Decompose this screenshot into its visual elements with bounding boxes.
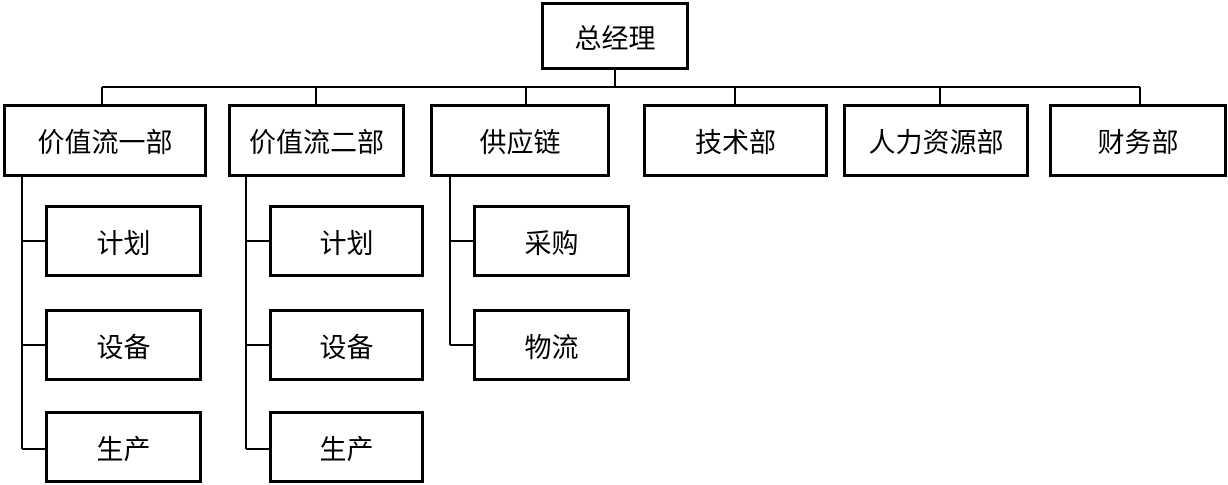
sub-unit-box: 设备: [269, 309, 424, 381]
department-box-technology: 技术部: [643, 104, 828, 177]
sub-unit-box: 设备: [45, 309, 202, 381]
sub-unit-label: 采购: [524, 228, 579, 260]
department-label: 供应链: [479, 128, 561, 159]
sub-unit-box: 生产: [45, 411, 202, 483]
sub-unit-box: 计划: [269, 205, 424, 277]
department-box-finance: 财务部: [1049, 104, 1227, 177]
sub-unit-label: 设备: [319, 332, 374, 364]
department-box-value-stream-1: 价值流一部: [3, 104, 207, 177]
department-label: 人力资源部: [868, 128, 1004, 159]
sub-unit-label: 设备: [96, 332, 151, 364]
sub-unit-box: 生产: [269, 411, 424, 483]
sub-unit-label: 计划: [96, 228, 151, 260]
sub-unit-label: 生产: [319, 434, 374, 466]
general-manager-box: 总经理: [541, 2, 689, 70]
sub-unit-label: 计划: [319, 228, 374, 260]
department-label: 技术部: [695, 128, 776, 159]
general-manager-label: 总经理: [574, 23, 656, 55]
department-box-human-resources: 人力资源部: [843, 104, 1029, 177]
department-label: 价值流一部: [37, 128, 173, 159]
sub-unit-box: 采购: [473, 205, 630, 277]
department-label: 价值流二部: [249, 128, 384, 159]
department-label: 财务部: [1097, 128, 1179, 159]
sub-unit-label: 生产: [96, 434, 151, 466]
sub-unit-label: 物流: [524, 332, 579, 364]
department-box-supply-chain: 供应链: [430, 104, 610, 177]
sub-unit-box: 物流: [473, 309, 630, 381]
sub-unit-box: 计划: [45, 205, 202, 277]
department-box-value-stream-2: 价值流二部: [228, 104, 405, 177]
